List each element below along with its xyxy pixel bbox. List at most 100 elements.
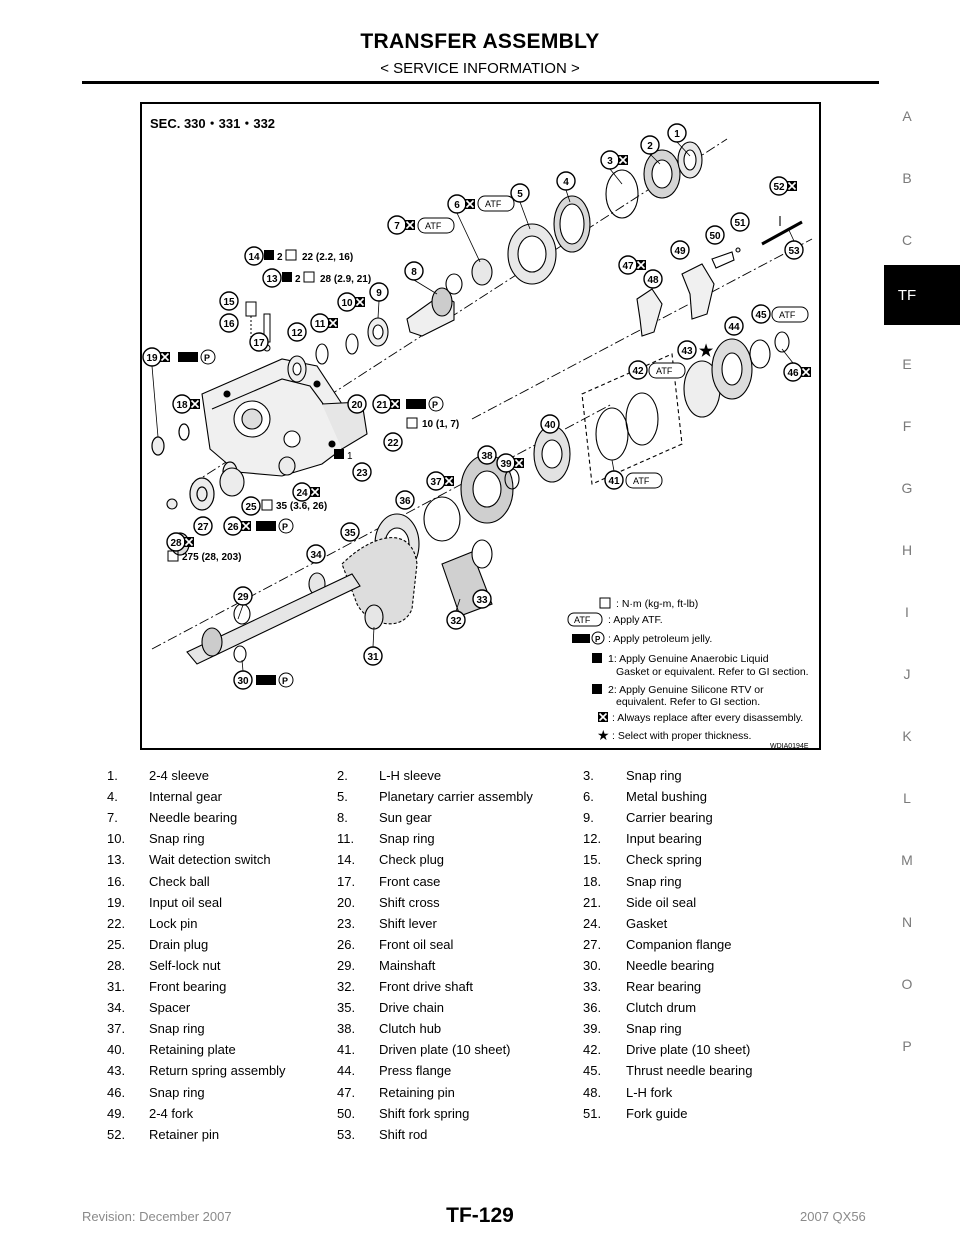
svg-text:33: 33 <box>476 595 488 606</box>
svg-text:41: 41 <box>608 476 620 487</box>
callout-2: 2 <box>640 135 660 155</box>
part-number: 32. <box>337 979 356 994</box>
svg-text:35 (3.6, 26): 35 (3.6, 26) <box>276 501 327 512</box>
svg-text:2: 2 <box>647 141 653 152</box>
part-name: Driven plate (10 sheet) <box>379 1042 511 1058</box>
parts-row: 40. Retaining plate 41. Driven plate (10 sh… <box>107 1042 807 1063</box>
part-name: 2-4 fork <box>149 1105 194 1121</box>
svg-text:20: 20 <box>351 400 363 411</box>
index-letter-g[interactable]: G <box>901 480 913 496</box>
svg-text:52: 52 <box>773 182 785 193</box>
part-name: Retaining plate <box>149 1042 236 1058</box>
sealant-tag-22: 1 <box>334 449 353 462</box>
callout-46: 46 <box>783 362 812 382</box>
part-number: 3. <box>583 768 594 783</box>
svg-text:29: 29 <box>237 592 249 603</box>
part-name: Gasket <box>626 915 668 931</box>
callout-17: 17 <box>249 332 269 352</box>
callout-6: 6 <box>447 194 476 214</box>
callout-20: 20 <box>347 394 367 414</box>
svg-text:36: 36 <box>399 496 411 507</box>
side-tab-tf[interactable]: TF <box>884 265 960 325</box>
index-letter-o[interactable]: O <box>901 976 913 992</box>
svg-text:35: 35 <box>344 528 356 539</box>
symbol-legend: : N·m (kg-m, ft-lb) ATF : Apply ATF. P :… <box>567 597 809 748</box>
index-letter-k[interactable]: K <box>902 728 912 744</box>
callout-50: 50 <box>705 225 725 245</box>
part-name: Rear bearing <box>626 979 702 994</box>
svg-text:6: 6 <box>454 200 460 211</box>
svg-text:4: 4 <box>563 177 569 188</box>
svg-text:2: 2 <box>295 274 301 285</box>
petroleum-tag-26: P <box>256 518 294 534</box>
index-letter-l[interactable]: L <box>903 790 911 806</box>
callout-45: 45 <box>751 304 771 324</box>
callout-25: 25 <box>241 496 261 516</box>
part-number: 21. <box>583 894 602 910</box>
torque-21: 10 (1, 7) <box>406 417 459 430</box>
index-letter-n[interactable]: N <box>901 914 913 930</box>
part-number: 44. <box>337 1063 356 1079</box>
svg-text:1: 1 <box>347 451 353 462</box>
index-letter-h[interactable]: H <box>901 542 913 558</box>
part-number: 11. <box>337 831 355 847</box>
part-name: Front case <box>379 873 441 889</box>
part-number: 40. <box>107 1042 126 1058</box>
callout-42: 42 <box>628 360 648 380</box>
index-letter-c[interactable]: C <box>901 232 913 248</box>
part-name: Front oil seal <box>379 936 454 952</box>
index-letter-a[interactable]: A <box>902 108 912 124</box>
callout-23: 23 <box>352 462 372 482</box>
callout-30: 30 <box>233 670 253 690</box>
index-letter-p[interactable]: P <box>902 1038 912 1054</box>
part-name: Needle bearing <box>149 810 238 826</box>
svg-text:13: 13 <box>266 274 278 285</box>
svg-text:48: 48 <box>647 275 659 286</box>
part-name: Front drive shaft <box>379 979 473 994</box>
part-name: Needle bearing <box>626 957 715 973</box>
callout-18: 18 <box>172 394 201 414</box>
part-number: 41. <box>337 1042 356 1058</box>
part-name: Internal gear <box>149 789 222 805</box>
svg-text:23: 23 <box>356 468 368 479</box>
torque-annotations: 2 22 (2.2, 16) 2 28 (2.9, 21) 10 (1, 7) … <box>167 249 459 563</box>
svg-text:ATF: ATF <box>779 310 796 320</box>
callout-31: 31 <box>363 646 383 666</box>
svg-text:14: 14 <box>248 252 260 263</box>
part-number: 30. <box>583 957 602 973</box>
part-name: Side oil seal <box>626 894 697 910</box>
part-number: 20. <box>337 894 356 910</box>
part-number: 48. <box>583 1084 602 1100</box>
index-letter-e[interactable]: E <box>902 356 912 372</box>
index-letter-j[interactable]: J <box>903 666 911 682</box>
part-name: L-H sleeve <box>379 768 442 783</box>
part-name: Self-lock nut <box>149 957 221 973</box>
part-number: 47. <box>337 1084 356 1100</box>
index-letter-b[interactable]: B <box>902 170 912 186</box>
callout-29: 29 <box>233 586 253 606</box>
part-number: 45. <box>583 1063 602 1079</box>
index-letter-i[interactable]: I <box>905 604 909 620</box>
svg-text:1: 1 <box>674 129 680 140</box>
svg-text:18: 18 <box>176 400 188 411</box>
legend-thickness: : Select with proper thickness. <box>612 730 751 742</box>
part-number: 24. <box>583 915 602 931</box>
torque-28: 275 (28, 203) <box>167 550 242 563</box>
svg-text:39: 39 <box>500 459 512 470</box>
fork-drawing <box>636 216 803 337</box>
part-name: Return spring assembly <box>149 1063 286 1079</box>
petroleum-tag-30: P <box>256 672 294 688</box>
part-name: Snap ring <box>149 1084 205 1100</box>
svg-text:17: 17 <box>253 338 265 349</box>
index-letter-f[interactable]: F <box>902 418 912 434</box>
callout-32: 32 <box>446 610 466 630</box>
svg-text:49: 49 <box>674 246 686 257</box>
part-number: 7. <box>107 810 118 826</box>
index-letter-m[interactable]: M <box>901 852 913 868</box>
part-number: 12. <box>583 831 602 847</box>
